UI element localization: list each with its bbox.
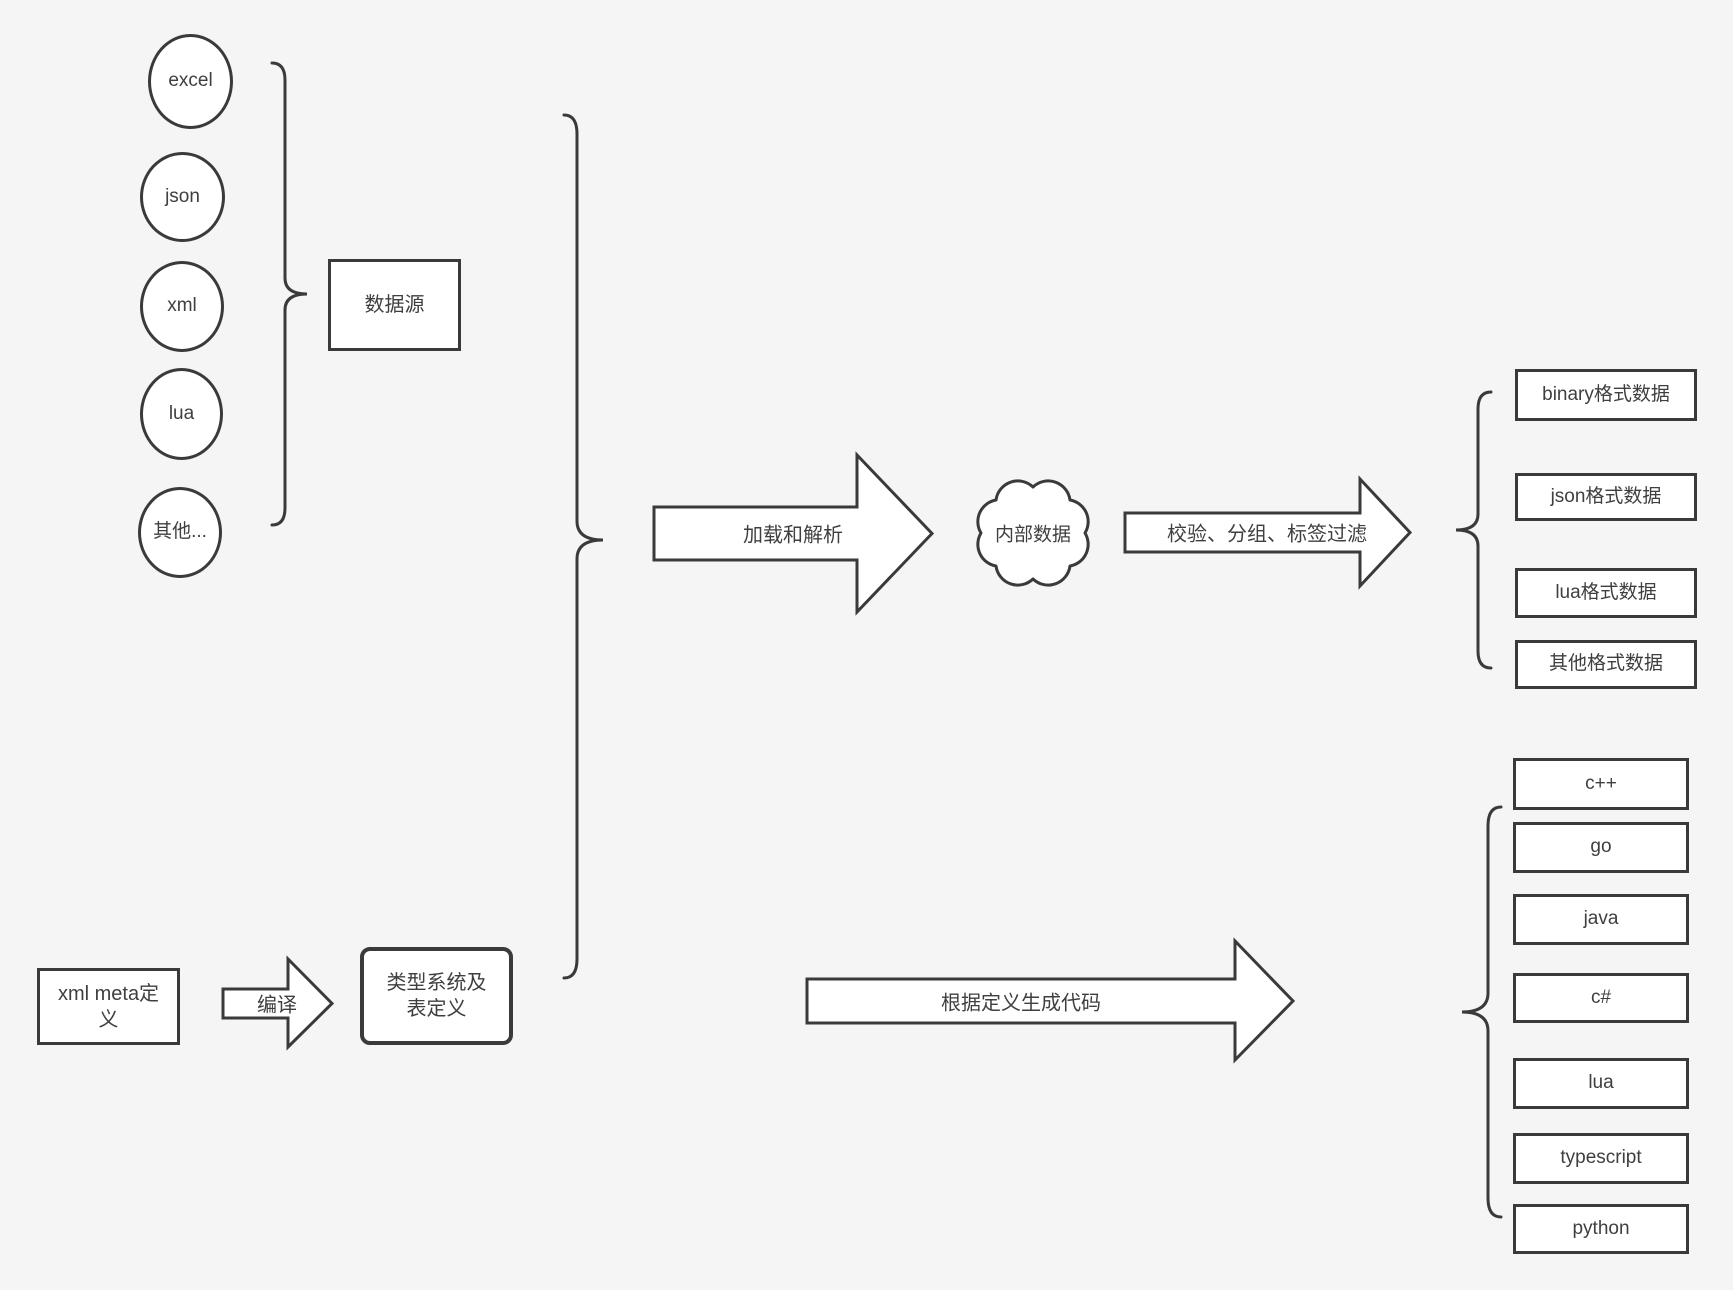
language-box-csharp: c# [1513,973,1689,1023]
language-box-java: java [1513,894,1689,945]
xml-meta-definition-box: xml meta定义 [37,968,180,1045]
internal-data-cloud [976,479,1090,587]
compile-arrow-label: 编译 [257,994,297,1017]
language-box-python: python [1513,1204,1689,1254]
language-box-go: go [1513,822,1689,873]
source-ellipse-excel: excel [148,34,233,129]
format-box-other: 其他格式数据 [1515,640,1697,689]
validate-filter-arrow [1123,475,1413,590]
data-formats-brace [1455,390,1493,670]
load-parse-arrow [652,451,935,616]
load-parse-arrow-label: 加载和解析 [743,524,843,547]
generate-code-arrow [805,937,1296,1064]
validate-filter-arrow-label: 校验、分组、标签过滤 [1167,523,1367,546]
compile-arrow [221,955,335,1051]
source-ellipse-lua: lua [140,368,223,460]
type-system-definition-box: 类型系统及表定义 [360,947,513,1045]
languages-brace [1461,805,1503,1219]
language-box-typescript: typescript [1513,1133,1689,1184]
source-ellipse-json: json [140,152,225,242]
format-box-binary: binary格式数据 [1515,369,1697,421]
internal-data-cloud-label: 内部数据 [994,524,1072,546]
format-box-lua: lua格式数据 [1515,568,1697,618]
language-box-cpp: c++ [1513,758,1689,810]
source-ellipse-xml: xml [140,261,224,352]
inputs-big-brace [562,113,604,980]
generate-code-arrow-label: 根据定义生成代码 [941,992,1101,1015]
language-box-lua: lua [1513,1058,1689,1109]
source-ellipse-other: 其他... [138,487,222,578]
format-box-json: json格式数据 [1515,473,1697,521]
sources-brace [270,61,308,527]
data-source-box: 数据源 [328,259,461,351]
